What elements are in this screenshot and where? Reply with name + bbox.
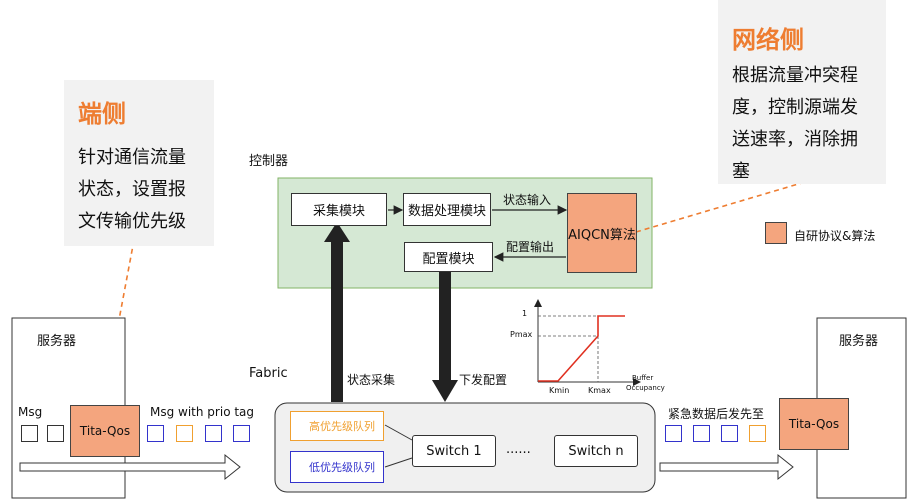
msg-prio-label: Msg with prio tag [150,405,255,419]
received-packet-low [721,425,738,442]
low-priority-queue: 低优先级队列 [290,451,384,483]
mini-chart-xlabel-1: Buffer [632,374,654,382]
config-deliver-arrow-shaft [439,272,451,382]
end-side-line: 针对通信流量 [78,147,186,168]
network-side-connector [635,181,806,233]
fabric-label: Fabric [249,366,288,381]
mini-chart-tick-pmax: Pmax [510,330,533,339]
switch-1: Switch 1 [412,435,496,467]
network-side-line: 塞 [732,161,750,182]
network-side-note: 网络侧 根据流量冲突程 度，控制源端发 送速率，消除拥 塞 [718,0,886,184]
switch-n: Switch n [554,435,638,467]
msg-label: Msg [18,405,43,419]
legend-label: 自研协议&算法 [794,229,876,243]
network-side-body: 根据流量冲突程 度，控制源端发 送速率，消除拥 塞 [732,60,858,188]
mini-chart-xlabel-2: Occupancy [626,384,665,392]
server-right-label: 服务器 [839,334,879,349]
tita-qos-right: Tita-Qos [779,398,849,450]
mini-chart-tick-kmin: Kmin [549,386,570,395]
end-side-title: 端侧 [78,100,126,128]
config-output-label: 配置输出 [506,240,555,254]
mini-chart-tick-1: 1 [522,309,528,318]
received-packet-high [749,425,766,442]
state-collect-arrow-shaft [331,240,343,402]
msg-packet [47,425,64,442]
tita-qos-left: Tita-Qos [70,405,140,457]
right-flow-arrow [659,453,794,481]
end-side-body: 针对通信流量 状态，设置报 文传输优先级 [78,142,186,238]
collect-module: 采集模块 [291,193,387,226]
urgent-data-label: 紧急数据后发先至 [668,407,765,421]
config-module: 配置模块 [404,242,493,272]
legend-swatch [765,222,787,244]
server-left-label: 服务器 [37,334,77,349]
state-collect-label: 状态采集 [347,373,396,387]
config-deliver-label: 下发配置 [459,373,508,387]
state-input-label: 状态输入 [503,193,552,207]
end-side-line: 文传输优先级 [78,211,186,232]
end-side-note: 端侧 针对通信流量 状态，设置报 文传输优先级 [64,80,214,246]
left-flow-arrow [19,453,241,481]
high-queue-link [384,424,413,441]
msg-packet [21,425,38,442]
received-packet-low [665,425,682,442]
network-side-line: 送速率，消除拥 [732,129,858,150]
high-priority-queue: 高优先级队列 [290,411,384,441]
state-collect-arrowhead [324,222,350,242]
switch-ellipsis: ...... [506,442,531,457]
end-side-line: 状态，设置报 [78,179,186,200]
tagged-packet-low [233,425,250,442]
mini-chart-tick-kmax: Kmax [588,386,611,395]
aiqcn-algorithm-box: AIQCN算法 [567,193,637,273]
config-deliver-arrowhead [432,380,458,402]
mini-chart [534,299,641,386]
tagged-packet-low [147,425,164,442]
data-processing-module: 数据处理模块 [403,193,491,226]
tagged-packet-low [205,425,222,442]
network-side-line: 度，控制源端发 [732,97,858,118]
received-packet-low [693,425,710,442]
low-queue-link [384,457,413,468]
network-side-line: 根据流量冲突程 [732,65,858,86]
tagged-packet-high [176,425,193,442]
mini-chart-marking-curve [538,315,625,382]
controller-label: 控制器 [249,154,289,169]
network-side-title: 网络侧 [732,26,804,54]
